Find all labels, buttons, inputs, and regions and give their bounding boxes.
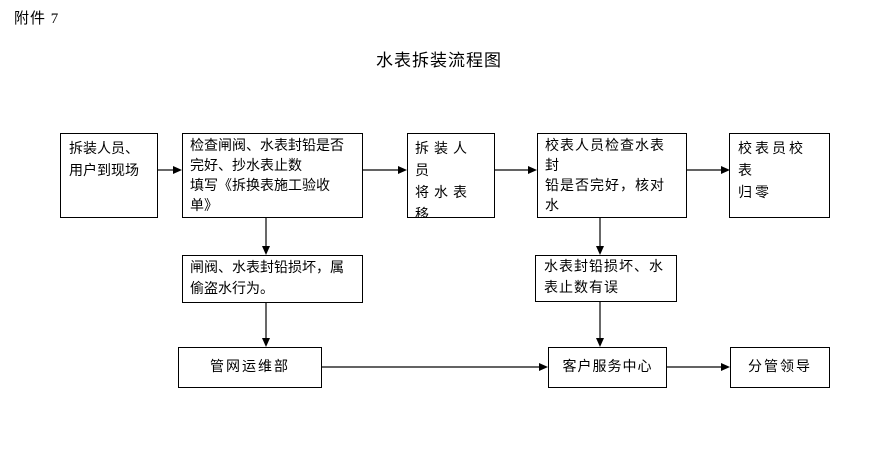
- arrow-seal-damage-to-service: [596, 302, 604, 347]
- arrow-verify-to-seal-damage: [596, 218, 604, 255]
- attachment-label: 附件 7: [14, 11, 60, 27]
- flow-box-seal-damage-reading: 水表封铅损坏、水 表止数有误: [535, 255, 677, 302]
- flow-box-service-center: 客户服务中心: [548, 347, 667, 388]
- flow-box-transfer-meter: 拆装人员 将水表移 交水表所: [407, 133, 495, 218]
- flow-box-pipeline-dept: 管网运维部: [178, 347, 322, 388]
- flow-box-leader-in-charge: 分管领导: [730, 347, 830, 388]
- arrow-verify-to-reset: [687, 166, 730, 174]
- flow-box-seal-damage-theft: 闸阀、水表封铅损坏，属 偷盗水行为。: [182, 255, 363, 303]
- page-title: 水表拆装流程图: [376, 51, 502, 70]
- arrow-pipeline-to-service: [322, 363, 548, 371]
- arrow-check-to-transfer: [363, 166, 407, 174]
- arrow-service-to-leader: [667, 363, 730, 371]
- flow-box-check-seal-record: 检查闸阀、水表封铅是否 完好、抄水表止数 填写《拆换表施工验收单》 用户签字认可: [182, 133, 363, 218]
- flow-box-calibrate-reset: 校表员校表 归零: [729, 133, 830, 218]
- arrow-check-to-theft: [262, 218, 270, 255]
- arrow-transfer-to-verify: [495, 166, 537, 174]
- flow-box-verify-seal-reading: 校表人员检查水表封 铅是否完好，核对水 表止数，并做好详细 记录: [537, 133, 687, 218]
- flow-box-arrive-on-site: 拆装人员、 用户到现场: [60, 133, 158, 218]
- arrow-theft-to-pipeline: [262, 303, 270, 347]
- arrow-arrive-to-check: [158, 166, 182, 174]
